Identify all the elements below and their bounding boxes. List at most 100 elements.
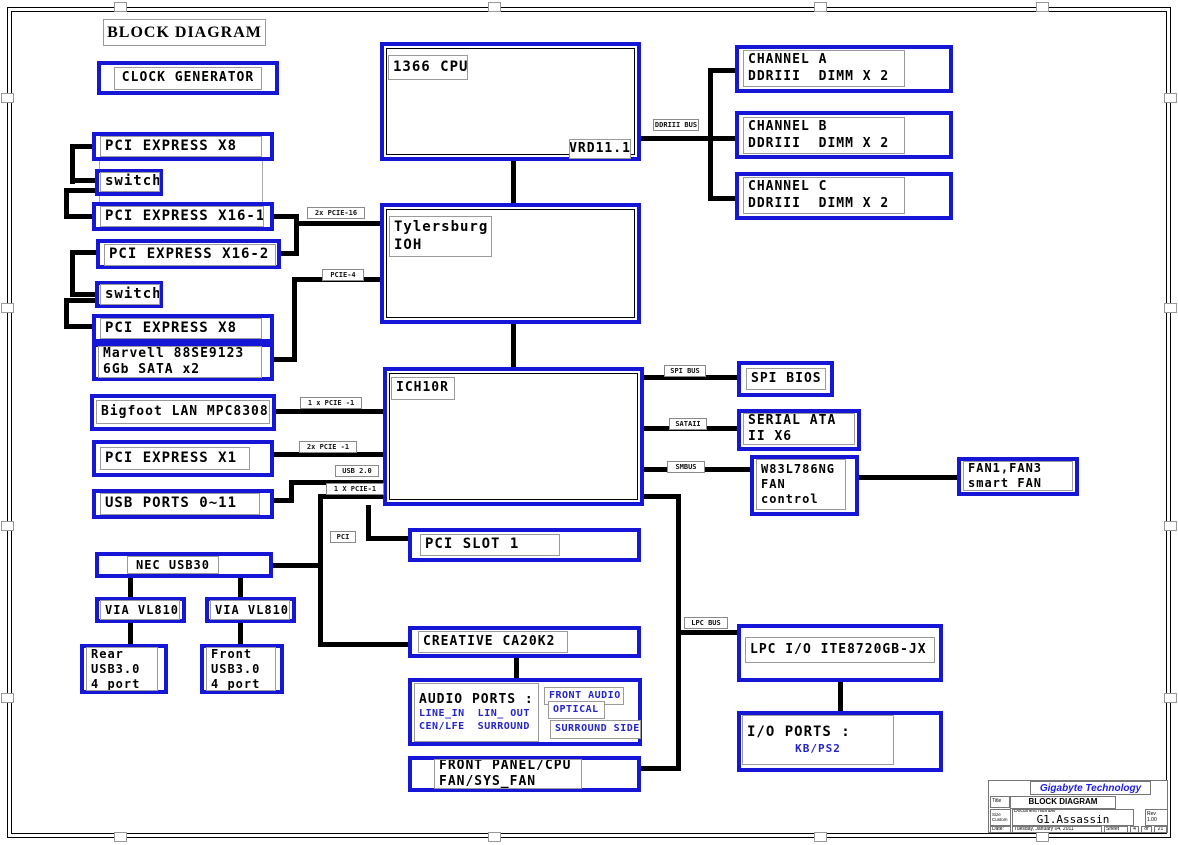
label-channel-b-text: CHANNEL B xyxy=(748,119,828,135)
tag-2x-pcie16-text: 2x PCIE-16 xyxy=(314,209,358,217)
titleblock-company: Gigabyte Technology xyxy=(1030,781,1151,795)
label-front-audio-text: FRONT AUDIO xyxy=(549,689,621,701)
drawing-frame-outer xyxy=(7,7,1171,838)
wire xyxy=(292,277,297,362)
titleblock-sheet-label: Sheet xyxy=(1104,826,1128,833)
label-tylersburg-ioh-text: IOH xyxy=(394,236,423,253)
label-optical-text: OPTICAL xyxy=(553,703,599,715)
label-tylersburg-ioh-text: Tylersburg xyxy=(394,219,489,235)
tag-ddriii-bus: DDRIII BUS xyxy=(653,119,699,131)
label-pci-express-x8-top-text: PCI EXPRESS X8 xyxy=(105,137,238,154)
label-rear-usb3-text: Rear xyxy=(91,647,124,661)
tag-2x-pcie1-text: 2x PCIE -1 xyxy=(306,443,350,451)
label-audio-ports-text: AUDIO PORTS : xyxy=(419,691,534,707)
titleblock-of-label-text: of xyxy=(1144,826,1149,832)
label-serial-ata-text: SERIAL ATA xyxy=(748,413,837,428)
label-front-usb3-text: 4 port xyxy=(211,676,261,691)
label-cpu-vrd-text: VRD11.1 xyxy=(569,140,631,156)
label-marvell-sata-text: 6Gb SATA x2 xyxy=(103,362,201,377)
wire xyxy=(289,482,294,503)
wire xyxy=(289,480,383,485)
label-io-ports-text: I/O PORTS : xyxy=(747,724,851,741)
label-rear-usb3-text: USB3.0 xyxy=(91,661,141,676)
label-pci-express-x1-text: PCI EXPRESS X1 xyxy=(105,449,238,466)
zone-marker xyxy=(1036,832,1049,842)
wire xyxy=(858,475,958,480)
drawing-frame-inner xyxy=(11,11,1167,834)
label-pci-express-x16-2: PCI EXPRESS X16-2 xyxy=(104,244,276,266)
zone-marker xyxy=(1164,93,1177,103)
label-rear-usb3-text: 4 port xyxy=(91,676,141,691)
wire xyxy=(70,178,95,183)
titleblock-size-text: Custom xyxy=(992,816,1008,822)
wire xyxy=(128,578,133,598)
tag-pcie4: PCIE-4 xyxy=(322,269,364,281)
wire xyxy=(276,409,383,414)
label-audio-ports-text: LINE_IN LIN_ OUT xyxy=(419,708,530,720)
label-nec-usb30: NEC USB30 xyxy=(127,556,219,574)
tag-usb20-text: USB 2.0 xyxy=(342,467,372,475)
label-cpu-text: 1366 CPU xyxy=(393,58,468,75)
label-via-vl810-left: VIA VL810 xyxy=(100,600,180,620)
titleblock-sheet-text: 4 xyxy=(1133,826,1136,832)
tag-pci: PCI xyxy=(330,531,356,543)
tag-smbus-text: SMBUS xyxy=(675,463,697,471)
titleblock-title: BLOCK DIAGRAM xyxy=(1010,796,1116,809)
titleblock-total-text: 21 xyxy=(1157,826,1164,832)
label-channel-c-text: DDRIII DIMM X 2 xyxy=(748,195,890,211)
wire xyxy=(643,375,737,380)
label-lpc-io-text: LPC I/O ITE8720GB-JX xyxy=(750,641,927,657)
wire xyxy=(128,623,133,645)
label-switch-top-text: switch xyxy=(105,173,160,190)
tag-sataii: SATAII xyxy=(669,418,707,430)
label-channel-b-text: DDRIII DIMM X 2 xyxy=(748,135,890,151)
label-creative-ca20k2: CREATIVE CA20K2 xyxy=(418,631,568,653)
titleblock-sheet-label-text: Sheet xyxy=(1106,826,1120,832)
wire xyxy=(366,536,410,541)
wire xyxy=(511,160,516,204)
label-bigfoot-lan: Bigfoot LAN MPC8308 xyxy=(96,400,270,424)
label-via-vl810-left-text: VIA VL810 xyxy=(105,602,180,617)
zone-marker xyxy=(488,832,501,842)
wire xyxy=(708,68,713,201)
page-title: BLOCK DIAGRAM xyxy=(103,19,266,46)
wire xyxy=(70,250,96,255)
tag-pci-text: PCI xyxy=(336,533,350,541)
wire xyxy=(238,578,243,598)
wire xyxy=(273,498,293,503)
label-switch-top: switch xyxy=(100,172,160,192)
zone-marker xyxy=(1164,521,1177,531)
label-pci-express-x1: PCI EXPRESS X1 xyxy=(100,447,250,470)
titleblock-date: Tuesday, January 04, 2011 xyxy=(1012,826,1102,833)
tag-2x-pcie1: 2x PCIE -1 xyxy=(299,441,357,453)
wire xyxy=(643,494,681,499)
titleblock-date-label: Date: xyxy=(990,826,1011,833)
titleblock-company-text: Gigabyte Technology xyxy=(1039,782,1142,794)
label-surround-side-text: SURROUND SIDE xyxy=(555,723,640,735)
wire xyxy=(708,68,735,73)
titleblock-title-label-text: Title xyxy=(992,798,1002,805)
label-usb-ports: USB PORTS 0~11 xyxy=(100,493,260,515)
box-cpu-inner-border xyxy=(386,48,635,155)
wire xyxy=(366,505,371,541)
tag-smbus: SMBUS xyxy=(667,461,705,473)
label-pci-express-x16-2-text: PCI EXPRESS X16-2 xyxy=(109,246,270,263)
titleblock-sheet: 4 xyxy=(1130,826,1139,833)
zone-marker xyxy=(814,832,827,842)
wire xyxy=(70,250,75,297)
wire xyxy=(274,357,296,362)
wire xyxy=(640,136,735,141)
label-fan-controller-text: FAN xyxy=(761,477,786,491)
label-channel-a-text: CHANNEL A xyxy=(748,52,828,68)
label-smart-fan-text: smart FAN xyxy=(968,476,1043,490)
wire xyxy=(514,658,519,680)
label-pci-express-x8-bottom-text: PCI EXPRESS X8 xyxy=(105,319,238,336)
